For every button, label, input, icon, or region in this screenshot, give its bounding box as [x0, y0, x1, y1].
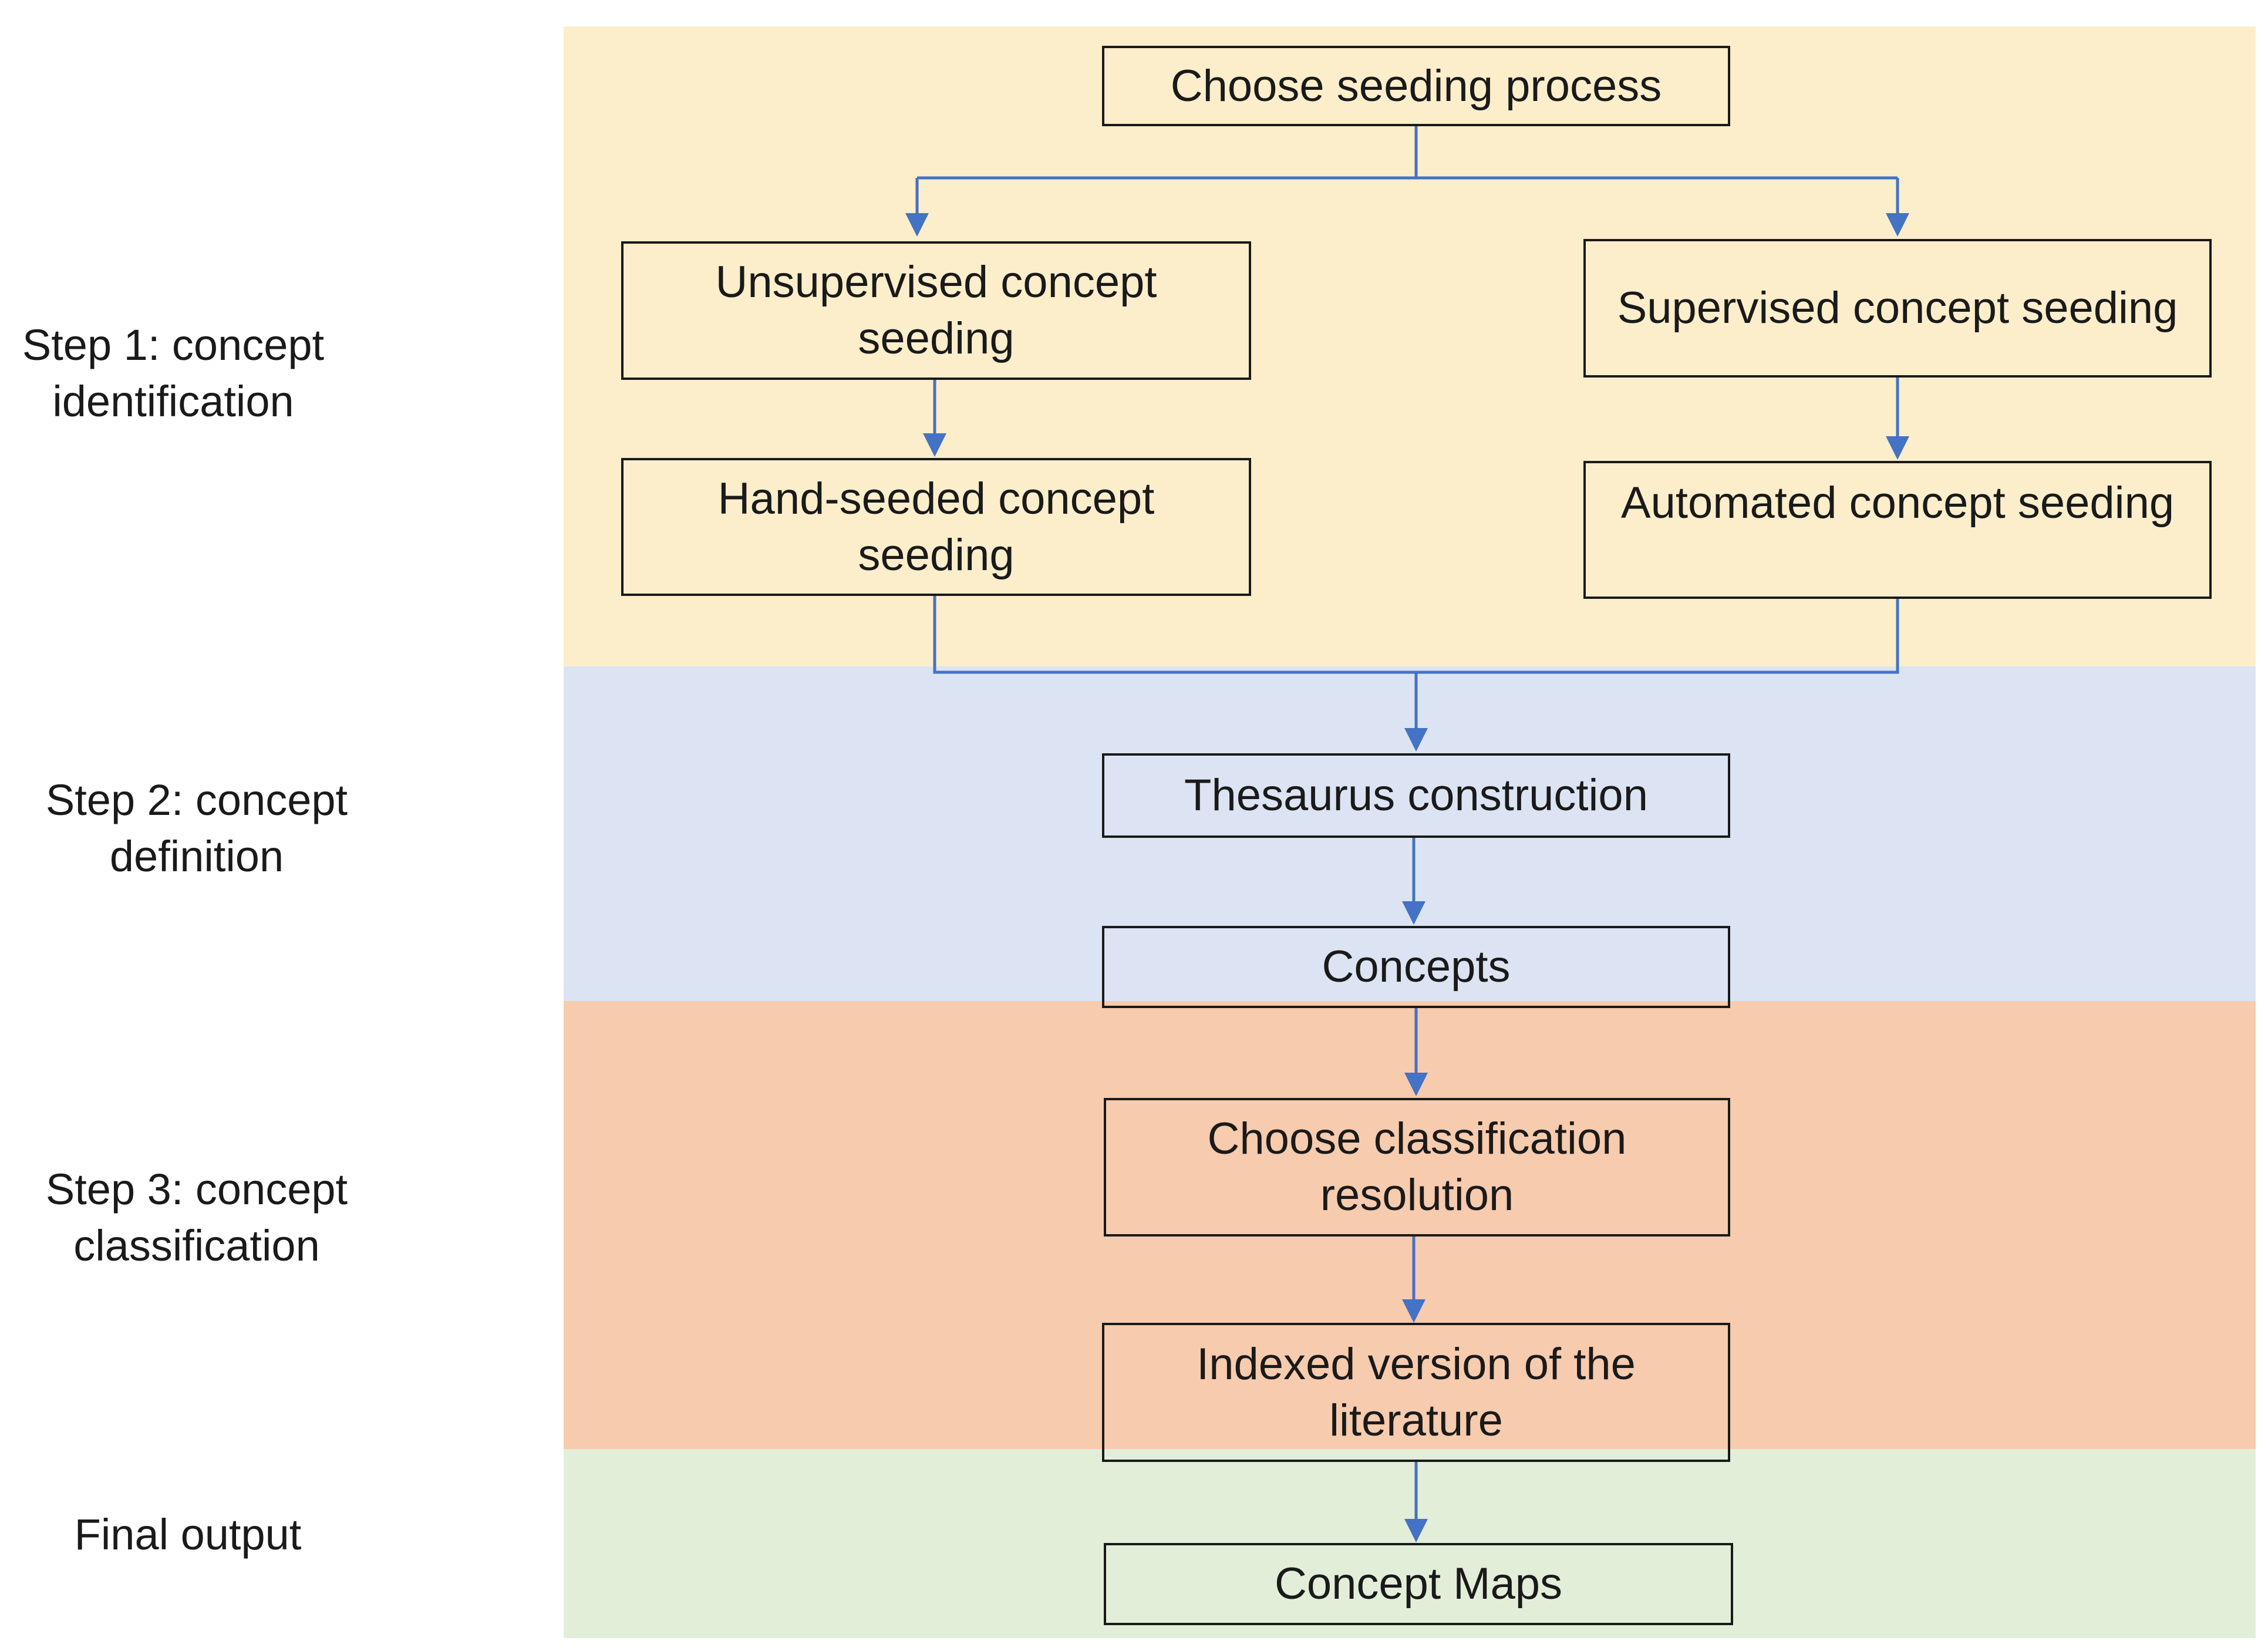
step3-label: Step 3: concept classification: [45, 1165, 348, 1270]
choose-seeding-process-box: Choose seeding process: [1102, 46, 1730, 126]
concepts-box: Concepts: [1102, 926, 1730, 1008]
step2-label: Step 2: concept definition: [45, 776, 348, 881]
step1-band: [564, 26, 2256, 666]
automated-seeding-box: Automated concept seeding: [1583, 461, 2212, 599]
indexed-literature-box: Indexed version of the literature: [1102, 1323, 1730, 1462]
final-output-label: Final output: [74, 1510, 302, 1559]
hand-seeded-seeding-box: Hand-seeded concept seeding: [621, 458, 1251, 596]
choose-classification-resolution-box: Choose classification resolution: [1104, 1098, 1730, 1236]
thesaurus-construction-box: Thesaurus construction: [1102, 753, 1730, 838]
concept-maps-box: Concept Maps: [1104, 1543, 1733, 1625]
supervised-seeding-box: Supervised concept seeding: [1583, 239, 2212, 378]
step2-band: [564, 666, 2256, 1001]
step1-label: Step 1: concept identification: [22, 321, 325, 426]
unsupervised-seeding-box: Unsupervised concept seeding: [621, 241, 1251, 380]
